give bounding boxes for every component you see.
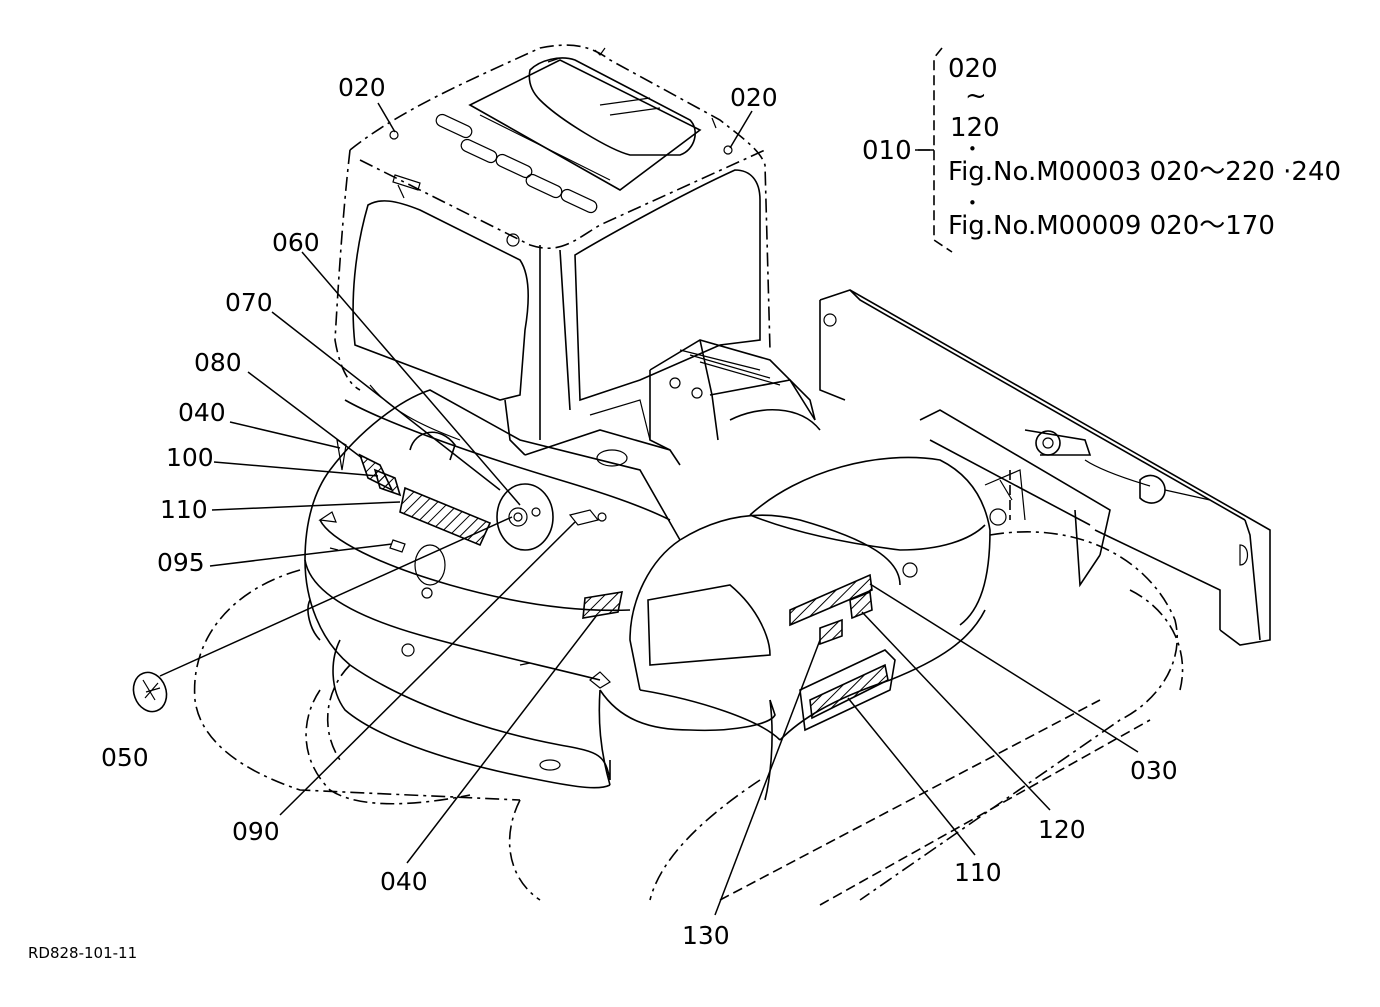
decals xyxy=(336,431,896,732)
separator-dot-2: • xyxy=(968,194,977,212)
separator-dot-1: • xyxy=(968,140,977,158)
decal-110-rear xyxy=(399,486,492,547)
decal-040-side xyxy=(582,591,624,619)
cab xyxy=(334,44,771,456)
callout-130: 130 xyxy=(682,921,730,950)
decal-130 xyxy=(819,618,843,646)
callout-070: 070 xyxy=(225,288,273,317)
callout-110-left: 110 xyxy=(160,495,208,524)
callout-020-left: 020 xyxy=(338,73,386,102)
callout-050: 050 xyxy=(101,743,149,772)
callout-040-left: 040 xyxy=(178,398,226,427)
range-end: 120 xyxy=(950,113,1000,143)
callout-labels: 020 020 060 070 080 040 100 110 095 050 … xyxy=(101,73,1178,950)
set-reference-block: 010 020 ~ 120 • Fig.No.M00003 020～220 ·2… xyxy=(862,47,1341,253)
decal-120 xyxy=(849,590,873,620)
decal-060-emblem xyxy=(496,483,554,551)
decal-095 xyxy=(389,539,406,553)
callout-100: 100 xyxy=(166,443,214,472)
callout-030: 030 xyxy=(1130,756,1178,785)
decal-100 xyxy=(373,468,402,497)
decal-030 xyxy=(789,573,873,627)
range-tilde: ~ xyxy=(965,81,987,111)
emblem-050 xyxy=(132,671,168,713)
roof-vents xyxy=(435,113,598,214)
dozer-blade xyxy=(819,289,1271,646)
fig-reference-a: Fig.No.M00003 020～220 ·240 xyxy=(948,157,1341,187)
callout-080: 080 xyxy=(194,348,242,377)
operator-seat xyxy=(524,339,821,467)
right-track xyxy=(649,531,1184,906)
drawing-code: RD828-101-11 xyxy=(28,944,137,962)
decal-110-side xyxy=(809,663,889,720)
set-number: 010 xyxy=(862,136,912,166)
fig-reference-b: Fig.No.M00009 020～170 xyxy=(948,211,1275,241)
callout-060: 060 xyxy=(272,228,320,257)
range-start: 020 xyxy=(948,54,998,84)
callout-095: 095 xyxy=(157,548,205,577)
callout-120: 120 xyxy=(1038,815,1086,844)
callout-040-bottom: 040 xyxy=(380,867,428,896)
leader-lines xyxy=(159,102,1139,916)
callout-090: 090 xyxy=(232,817,280,846)
left-track xyxy=(193,569,541,901)
callout-020-right: 020 xyxy=(730,83,778,112)
callout-110-right: 110 xyxy=(954,858,1002,887)
